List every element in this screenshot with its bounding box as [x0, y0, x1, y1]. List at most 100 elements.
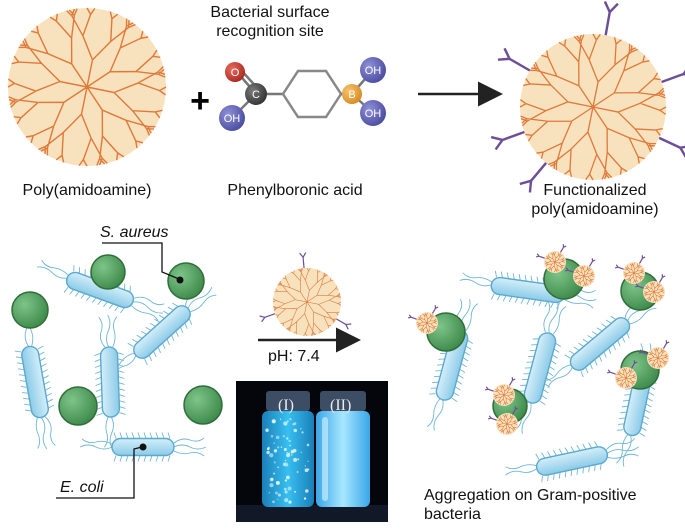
flagella: [79, 432, 207, 462]
gram-positive-bacterium: [167, 262, 205, 300]
receptor-icon: [559, 244, 567, 253]
receptor-icon: [614, 264, 624, 270]
gram-negative-bacterium: [544, 294, 657, 388]
flagella: [544, 294, 657, 388]
label-line: Aggregation on Gram-positive: [424, 487, 637, 504]
rod-body: [569, 317, 631, 371]
rod-body: [99, 346, 121, 418]
label-line: Functionalized: [543, 182, 647, 199]
receptor-icon: [638, 255, 646, 264]
dendrimer-branches: [615, 367, 637, 389]
dendrimer-branches: [647, 347, 669, 369]
gram-negative-bacterium: [14, 314, 56, 450]
plus-sign: +: [190, 82, 210, 120]
recognition-site-title: Bacterial surface recognition site: [200, 3, 340, 41]
hydroxyl-atom: [219, 105, 245, 131]
title-line: recognition site: [216, 23, 324, 40]
flagella: [94, 314, 126, 450]
label-line: poly(amidoamine): [531, 201, 659, 218]
s-aureus-label: S. aureus: [100, 224, 169, 241]
receptor-icon: [497, 47, 531, 72]
bound-dendrimer: [638, 340, 670, 369]
vial-cap: [266, 391, 310, 411]
hydroxyl-label: OH: [365, 65, 382, 77]
dendrimer-branches: [544, 251, 566, 273]
dendrimer-large: [7, 7, 167, 167]
receptor-icon: [606, 369, 616, 375]
hydroxyl-atom: [360, 100, 386, 126]
receptor-icon: [407, 314, 417, 320]
vial-ii-label: (II): [330, 397, 352, 414]
dendrimer-branches: [272, 267, 342, 337]
vial-i-label: (I): [278, 397, 294, 414]
vials-illustration: [236, 391, 388, 522]
vial-highlight: [322, 417, 328, 501]
receptor-icon: [661, 69, 685, 84]
e-coli-label: E. coli: [60, 479, 104, 496]
hydroxyl-label: OH: [365, 108, 382, 120]
receptor-icon: [508, 377, 516, 386]
dendrimer-label: Poly(amidoamine): [22, 182, 152, 199]
hydroxyl-label: OH: [224, 113, 241, 125]
receptor-icon: [487, 415, 497, 421]
receptor-icon: [630, 360, 638, 369]
receptor-icon: [588, 258, 596, 267]
dendrimer-branches: [7, 7, 167, 167]
gram-positive-bacterium: [183, 385, 223, 425]
boron-label: B: [348, 89, 355, 101]
callout-dot: [139, 443, 147, 451]
dendrimer-branches: [623, 262, 645, 284]
hydroxyl-atom: [360, 57, 386, 83]
dendrimer-small: [259, 252, 352, 337]
callout-dot: [176, 276, 184, 284]
dendrimer-branches: [496, 413, 518, 435]
receptor-icon: [259, 313, 276, 323]
aggregate-speckles: [265, 417, 310, 504]
s-aureus-callout-line: [102, 242, 180, 280]
phenylboronic-acid-molecule: O C OH B OH OH: [219, 57, 386, 131]
bound-dendrimer: [484, 377, 516, 406]
receptor-icon: [638, 349, 648, 355]
receptor-icon: [431, 305, 439, 314]
gram-negative-bacterium: [505, 438, 639, 483]
dendrimer-branches: [519, 33, 667, 181]
receptor-icon: [658, 136, 685, 158]
benzene-ring: [281, 69, 343, 119]
vial-ii-body: [316, 411, 370, 507]
gram-negative-bacterium: [108, 281, 217, 378]
bound-dendrimer: [634, 274, 666, 303]
rod-body: [21, 345, 49, 419]
bound-dendrimer: [614, 255, 646, 284]
phenylboronic-acid-label: Phenylboronic acid: [227, 182, 363, 199]
gram-positive-bacterium: [58, 386, 98, 426]
dendrimer-functionalized: [490, 0, 685, 193]
title-line: Bacterial surface: [210, 4, 330, 21]
boron-atom: [342, 84, 362, 104]
dendrimer-branches: [416, 312, 438, 334]
receptor-icon: [603, 0, 619, 36]
carbon-label: C: [252, 89, 260, 101]
receptor-icon: [299, 252, 307, 269]
dendrimer-branches: [573, 265, 595, 287]
carbon-atom: [245, 83, 267, 105]
flagella: [14, 314, 56, 450]
receptor-icon: [484, 386, 494, 392]
flagella: [505, 438, 639, 483]
receptor-icon: [490, 130, 525, 151]
vial-cap: [320, 391, 366, 411]
bound-dendrimer: [535, 244, 567, 273]
rod-body: [523, 332, 557, 404]
receptor-icon: [519, 162, 548, 193]
bound-dendrimer: [606, 360, 638, 389]
gram-negative-bacterium: [94, 314, 126, 450]
table-surface: [236, 505, 388, 522]
functionalized-dendrimer-label: Functionalized poly(amidoamine): [520, 181, 670, 219]
receptor-icon: [634, 283, 644, 289]
oxygen-atom: [225, 62, 245, 82]
bound-dendrimer: [564, 258, 596, 287]
oxygen-label: O: [231, 67, 240, 79]
gram-positive-bacterium: [90, 254, 126, 290]
receptor-icon: [564, 267, 574, 273]
bound-dendrimer: [407, 305, 439, 334]
ph-condition-label: pH: 7.4: [268, 348, 320, 365]
